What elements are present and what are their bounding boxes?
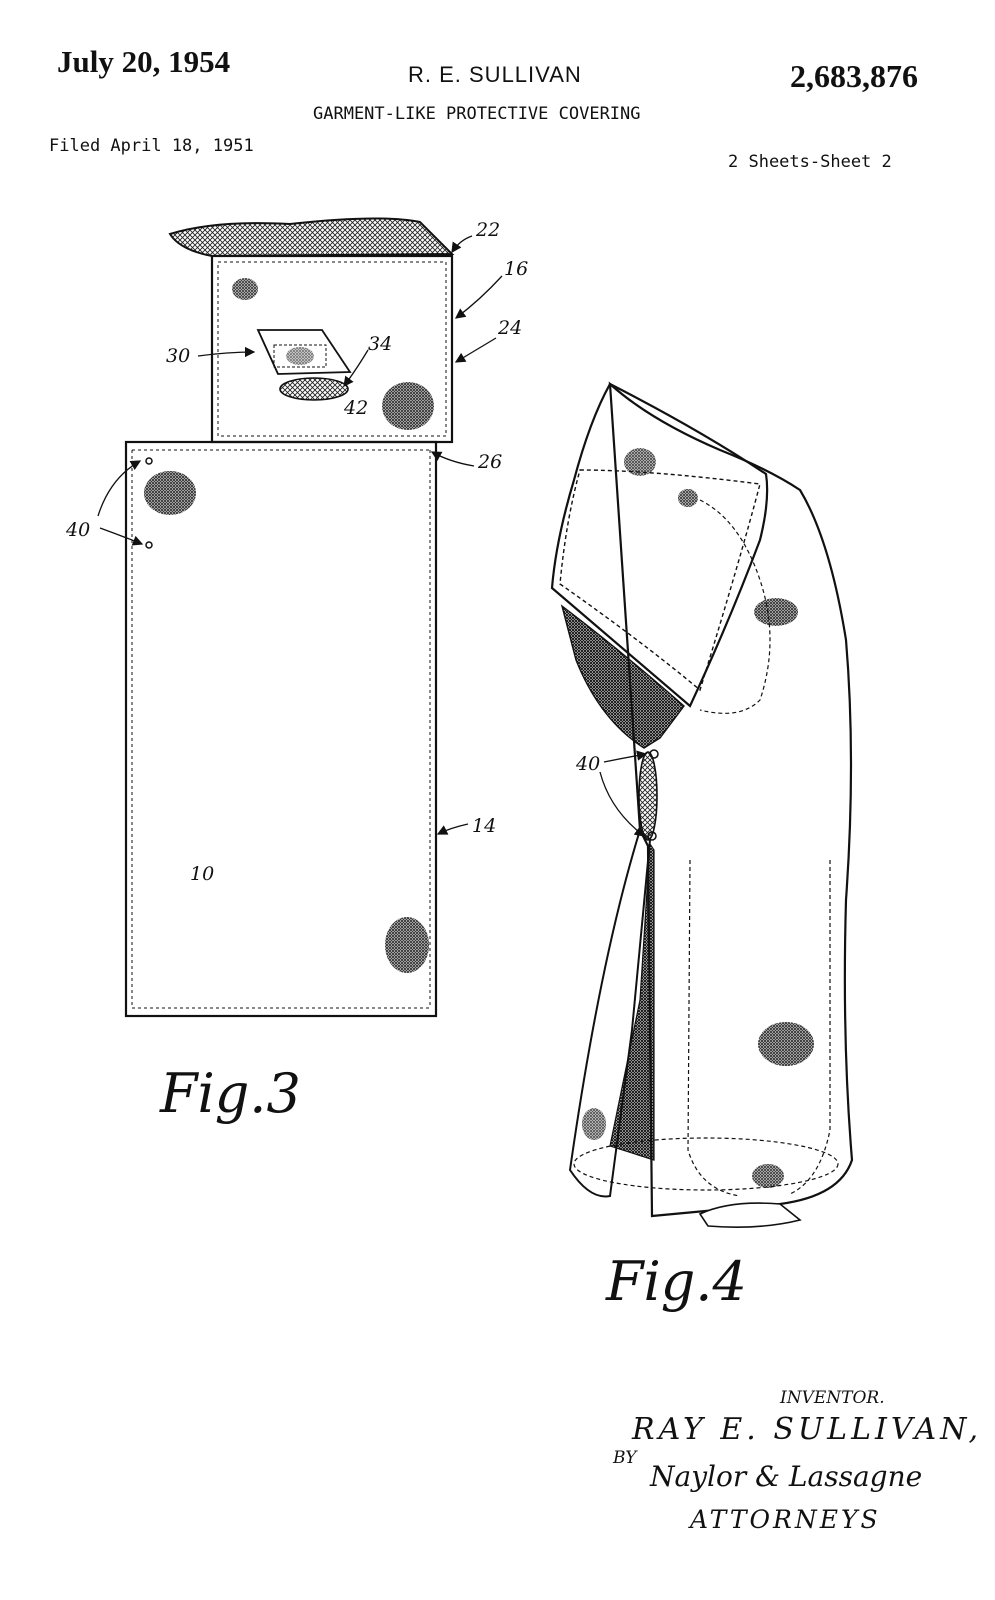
fig4-smudge-5 bbox=[582, 1108, 606, 1140]
fig4-hood-gather bbox=[560, 604, 685, 749]
fig4-ref-40: 40 bbox=[575, 753, 600, 775]
fig4-hood bbox=[550, 382, 769, 708]
fig3-ref-42: 42 bbox=[343, 397, 368, 419]
fig3-ref-16: 16 bbox=[504, 258, 528, 280]
fig3-smudge-2 bbox=[286, 347, 314, 365]
filed-date: Filed April 18, 1951 bbox=[49, 136, 254, 156]
fig3-ref-10: 10 bbox=[190, 863, 214, 885]
fig4-snap-upper bbox=[649, 749, 659, 759]
fig4-snap-lower bbox=[647, 831, 657, 841]
fig4-smudge-3 bbox=[758, 1022, 814, 1066]
fig3-ref-34: 34 bbox=[368, 333, 392, 355]
fig3-label: Fig.3 bbox=[159, 1062, 301, 1125]
inventor-name: R. E. SULLIVAN bbox=[408, 62, 582, 87]
attorneys-label: ATTORNEYS bbox=[690, 1505, 881, 1534]
figure-4: 40 Fig.4 bbox=[550, 381, 854, 1313]
fig4-cloak-outline bbox=[608, 381, 854, 1218]
fig3-ref-40: 40 bbox=[65, 519, 90, 541]
fig3-body-panel bbox=[124, 440, 438, 1018]
fig4-left-panel bbox=[568, 828, 652, 1198]
figure-3: 22 16 24 30 34 42 26 40 14 10 Fig.3 bbox=[65, 217, 528, 1125]
patent-date: July 20, 1954 bbox=[57, 44, 231, 79]
fig4-smudge-1 bbox=[624, 448, 656, 476]
fig3-snap-upper bbox=[145, 457, 153, 465]
fig3-snap-lower bbox=[145, 541, 153, 549]
attorney-signature: Naylor & Lassagne bbox=[650, 1460, 923, 1493]
fig3-ref-30: 30 bbox=[166, 345, 190, 367]
fig3-ref-24: 24 bbox=[497, 317, 522, 339]
patent-number: 2,683,876 bbox=[790, 58, 918, 94]
fig4-label: Fig.4 bbox=[605, 1250, 747, 1313]
fig4-interior bbox=[609, 842, 655, 1161]
fig4-shoe bbox=[698, 1202, 802, 1228]
inventor-signature: RAY E. SULLIVAN, bbox=[632, 1412, 983, 1447]
fig3-top-band bbox=[168, 217, 455, 258]
fig3-ref-26: 26 bbox=[477, 451, 502, 473]
sheet-count: 2 Sheets-Sheet 2 bbox=[728, 152, 892, 172]
fig4-smudge-6 bbox=[678, 489, 698, 507]
fig3-ref-22: 22 bbox=[475, 219, 500, 241]
fig4-hidden-figure bbox=[687, 499, 831, 1197]
fig4-smudge-2 bbox=[754, 598, 798, 626]
fig3-smudge-4 bbox=[144, 471, 196, 515]
fig3-ref-14: 14 bbox=[472, 815, 496, 837]
fig3-window-opening bbox=[279, 377, 349, 401]
fig3-smudge-5 bbox=[385, 917, 429, 973]
fig4-snap-tab bbox=[638, 751, 658, 841]
by-label: BY bbox=[613, 1448, 637, 1468]
fig3-smudge-1 bbox=[232, 278, 258, 300]
fig3-smudge-3 bbox=[382, 382, 434, 430]
fig4-window bbox=[559, 469, 761, 692]
patent-title: GARMENT-LIKE PROTECTIVE COVERING bbox=[313, 104, 641, 124]
inventor-label: INVENTOR. bbox=[780, 1388, 885, 1408]
fig4-smudge-4 bbox=[752, 1164, 784, 1188]
